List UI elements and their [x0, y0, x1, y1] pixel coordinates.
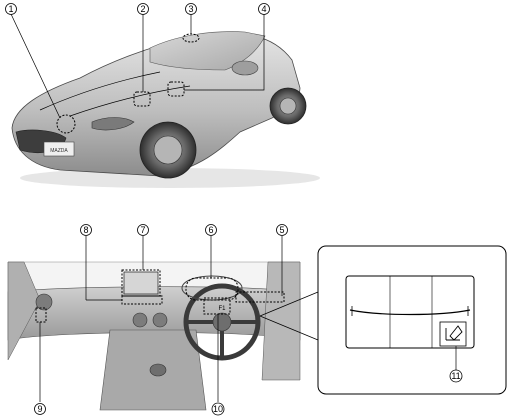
marker-1-zone	[56, 114, 76, 134]
license-plate	[43, 141, 75, 157]
marker-10-glyph: F1	[218, 306, 226, 312]
svg-text:8: 8	[83, 225, 88, 235]
marker-5-zone	[235, 291, 285, 303]
center-display	[123, 271, 159, 295]
svg-text:11: 11	[451, 371, 460, 381]
side-mirror	[231, 60, 259, 76]
svg-text:2: 2	[140, 4, 145, 14]
svg-text:9: 9	[37, 404, 42, 414]
callout-8: 8	[80, 224, 92, 236]
svg-text:10: 10	[213, 404, 223, 414]
callout-4: 4	[258, 3, 270, 15]
svg-text:4: 4	[261, 4, 266, 14]
callout-9: 9	[34, 403, 46, 415]
callout-2: 2	[137, 3, 149, 15]
marker-4-zone	[167, 81, 185, 97]
svg-text:3: 3	[188, 4, 193, 14]
windshield	[149, 31, 266, 71]
emblem-text: MAZDA	[50, 148, 68, 154]
svg-text:7: 7	[140, 225, 145, 235]
callout-3: 3	[185, 3, 197, 15]
callout-6: 6	[205, 224, 217, 236]
inset-panel	[317, 245, 507, 395]
svg-text:1: 1	[8, 4, 13, 14]
svg-text:5: 5	[279, 225, 284, 235]
car-illustration: MAZDA	[10, 13, 320, 188]
callout-10: 10	[211, 402, 225, 416]
marker-2-zone	[133, 91, 151, 107]
marker-7-zone	[121, 269, 161, 297]
callout-1: 1	[5, 3, 17, 15]
gear-shift	[149, 363, 167, 377]
marker-9-zone	[35, 307, 47, 323]
callout-7: 7	[137, 224, 149, 236]
callout-5: 5	[276, 224, 288, 236]
callout-11: 11	[449, 369, 463, 383]
svg-text:6: 6	[208, 225, 213, 235]
marker-6-zone	[185, 277, 239, 301]
left-air-vent	[35, 293, 53, 311]
headlight	[91, 117, 135, 131]
interior-illustration: F1	[7, 236, 319, 411]
sensor-switch-icon	[439, 321, 467, 347]
